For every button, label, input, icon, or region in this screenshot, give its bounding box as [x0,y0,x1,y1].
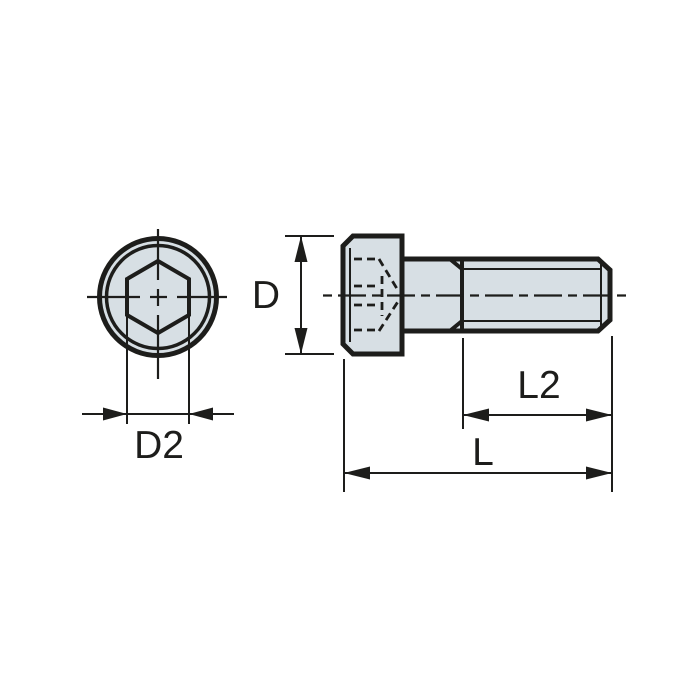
thread-runout-marks [449,258,464,332]
l-arrowhead-right [586,466,612,480]
d-arrowhead-bottom [294,328,308,354]
d2-arrowhead-right [189,407,213,421]
d-arrowhead-top [294,236,308,262]
l-arrowhead-left [344,466,370,480]
l-label: L [472,431,494,474]
d2-label: D2 [134,424,184,467]
front-view: D2 [82,229,234,467]
l2-arrowhead-right [586,408,612,422]
d2-arrowhead-left [103,407,127,421]
side-view: D L2 L [252,233,628,492]
l2-label: L2 [517,364,560,407]
d-label: D [252,274,280,317]
hidden-socket-lines [354,257,401,332]
l2-arrowhead-left [463,408,489,422]
